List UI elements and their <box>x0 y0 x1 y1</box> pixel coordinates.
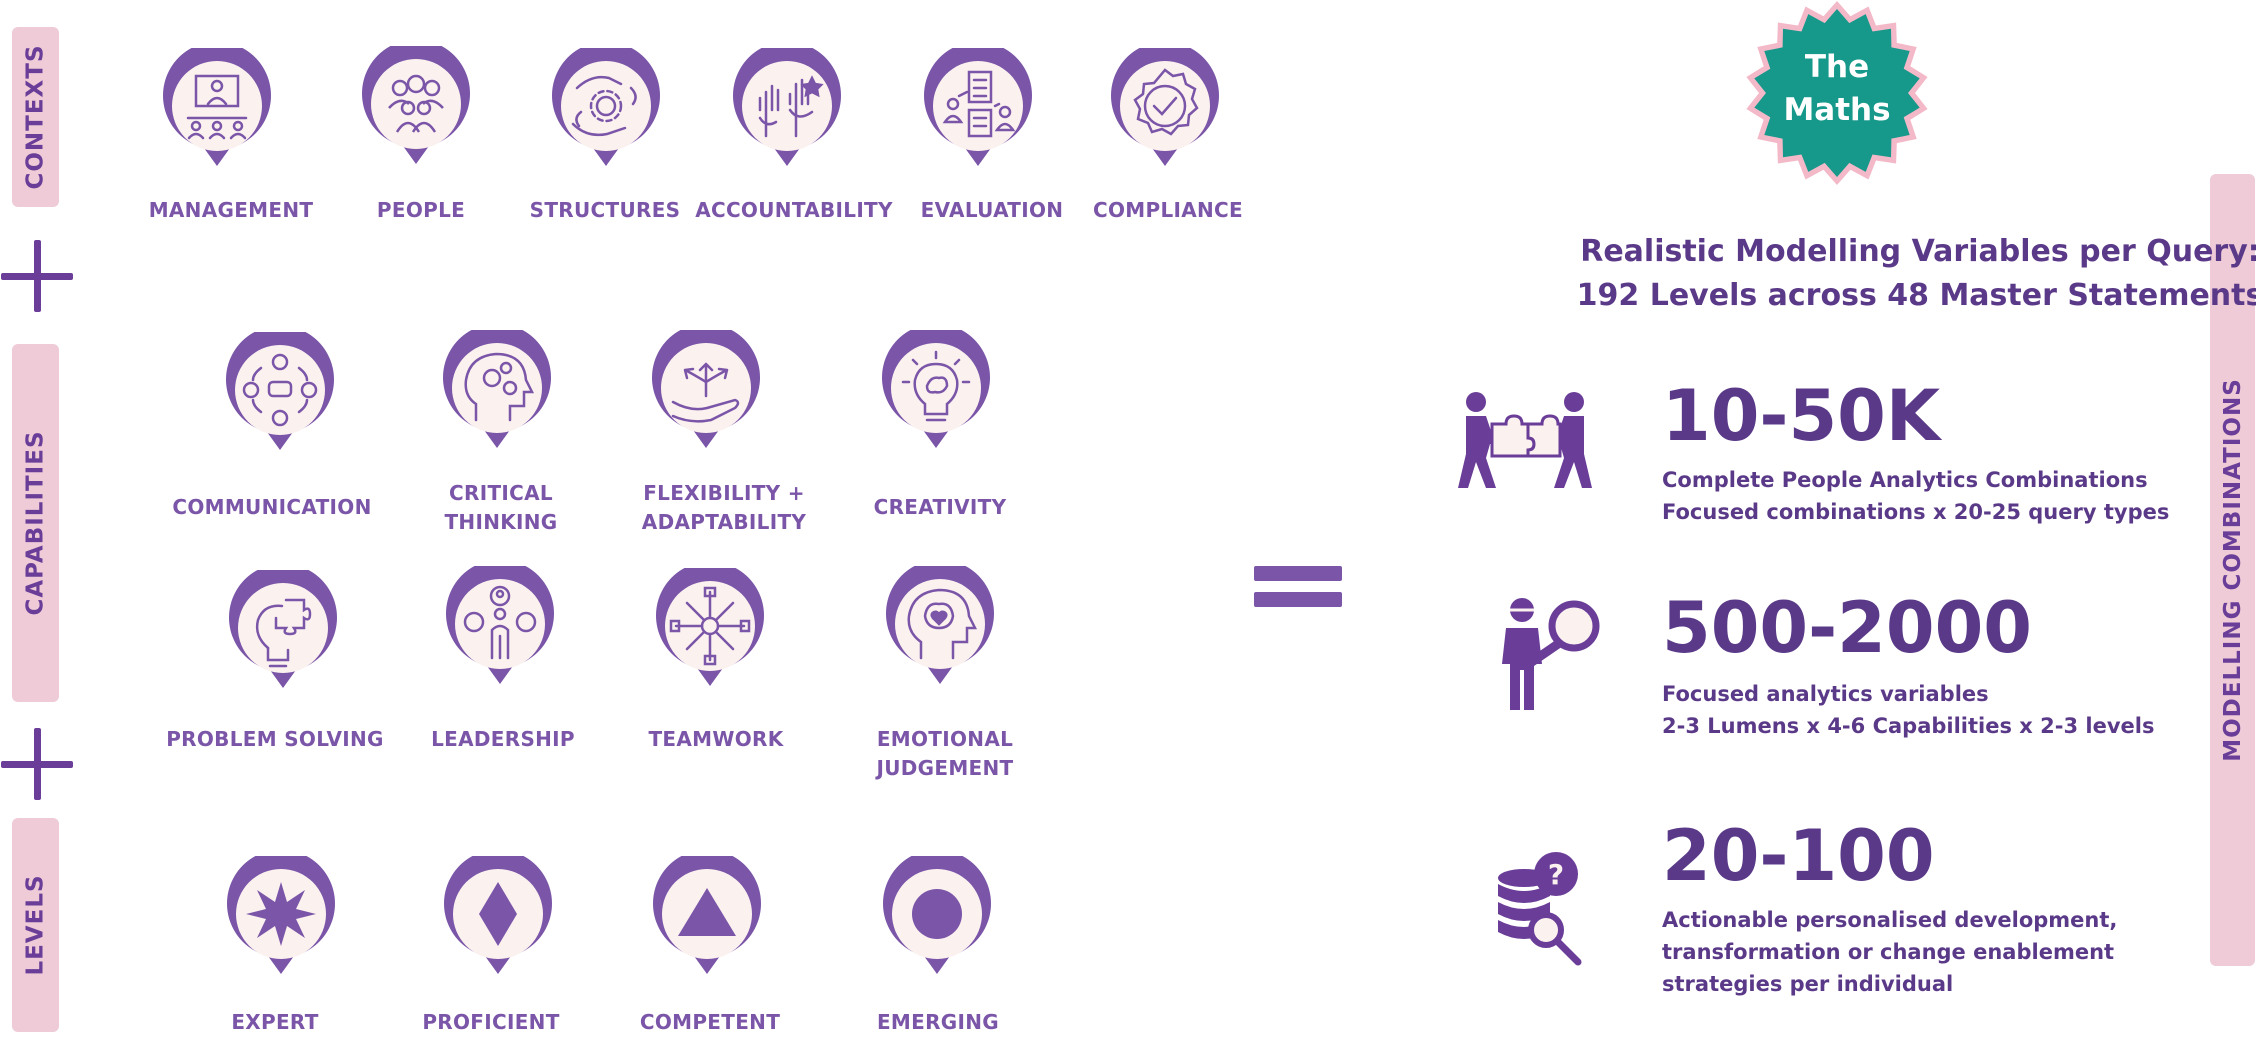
flexibility-icon <box>647 330 765 466</box>
the-maths-badge <box>1744 0 1930 186</box>
flexibility-label: FLEXIBILITY + ADAPTABILITY <box>604 479 844 537</box>
leadership-icon <box>441 566 559 702</box>
plus-sign-icon <box>1 240 73 312</box>
expert-label: EXPERT <box>231 1010 319 1034</box>
star-burst-icon <box>222 856 340 992</box>
badge-line1: The <box>1804 49 1870 85</box>
leadership-label: LEADERSHIP <box>431 727 575 751</box>
stat-3-line2: transformation or change enablement <box>1662 940 2115 964</box>
emotional-judgement-icon <box>881 566 999 702</box>
management-icon <box>158 48 276 184</box>
critical-thinking-label-line1: CRITICAL <box>449 481 553 505</box>
puzzle-people-icon <box>1458 392 1592 488</box>
headline-line1: Realistic Modelling Variables per Query: <box>1580 234 2256 269</box>
emerging-label: EMERGING <box>876 1010 1000 1034</box>
flexibility-label-line2: ADAPTABILITY <box>641 510 807 534</box>
structures-label: STRUCTURES <box>529 198 681 222</box>
stat-3-description: Actionable personalised development, tra… <box>1662 904 2117 1000</box>
compliance-icon <box>1106 48 1224 184</box>
stat-2-line2: 2-3 Lumens x 4-6 Capabilities x 2-3 leve… <box>1662 714 2155 738</box>
contexts-tab: CONTEXTS <box>12 27 59 207</box>
teamwork-icon <box>651 568 769 704</box>
people-icon <box>357 46 475 182</box>
competent-label: COMPETENT <box>639 1010 781 1034</box>
magnifier-person-icon <box>1502 598 1600 710</box>
equals-sign-top <box>1254 566 1342 581</box>
circle-icon <box>878 856 996 992</box>
diamond-icon <box>439 856 557 992</box>
levels-tab-label: LEVELS <box>22 874 49 976</box>
problem-solving-label: PROBLEM SOLVING <box>166 727 384 751</box>
problem-solving-icon <box>224 570 342 706</box>
communication-label: COMMUNICATION <box>172 495 372 519</box>
accountability-label: ACCOUNTABILITY <box>695 198 893 222</box>
svg-text:?: ? <box>1548 858 1564 891</box>
evaluation-label: EVALUATION <box>920 198 1064 222</box>
flexibility-label-line1: FLEXIBILITY + <box>643 481 805 505</box>
stat-3-line3: strategies per individual <box>1662 972 1954 996</box>
equals-sign-bottom <box>1254 592 1342 607</box>
plus-sign-icon <box>1 728 73 800</box>
modelling-combinations-tab-label: MODELLING COMBINATIONS <box>2219 378 2246 762</box>
modelling-combinations-tab: MODELLING COMBINATIONS <box>2210 174 2255 966</box>
headline-line2: 192 Levels across 48 Master Statements <box>1576 278 2256 313</box>
communication-icon <box>221 332 339 468</box>
the-maths-badge-text: The Maths <box>1744 46 1930 132</box>
stat-1-line2: Focused combinations x 20-25 query types <box>1662 500 2170 524</box>
stat-3-line1: Actionable personalised development, <box>1662 908 2118 932</box>
critical-thinking-label: CRITICAL THINKING <box>381 479 621 537</box>
critical-thinking-label-line2: THINKING <box>444 510 558 534</box>
emotional-judgement-label: EMOTIONAL JUDGEMENT <box>876 727 1014 780</box>
capabilities-tab-label: CAPABILITIES <box>22 430 49 616</box>
stat-2-description: Focused analytics variables 2-3 Lumens x… <box>1662 678 2154 742</box>
evaluation-icon <box>919 48 1037 184</box>
stat-3-value: 20-100 <box>1662 815 1935 897</box>
teamwork-label: TEAMWORK <box>648 727 784 751</box>
stat-1-line1: Complete People Analytics Combinations <box>1662 468 2148 492</box>
triangle-icon <box>648 856 766 992</box>
levels-tab: LEVELS <box>12 818 59 1032</box>
capabilities-tab: CAPABILITIES <box>12 344 59 702</box>
structures-icon <box>547 48 665 184</box>
proficient-label: PROFICIENT <box>422 1010 560 1034</box>
creativity-icon <box>877 330 995 466</box>
stat-2-value: 500-2000 <box>1662 587 2032 669</box>
headline: Realistic Modelling Variables per Query:… <box>1480 230 2256 318</box>
stat-2-line1: Focused analytics variables <box>1662 682 1989 706</box>
stat-1-value: 10-50K <box>1662 375 1941 457</box>
creativity-label: CREATIVITY <box>873 495 1007 519</box>
accountability-icon <box>728 48 846 184</box>
critical-thinking-icon <box>438 330 556 466</box>
people-label: PEOPLE <box>376 198 466 222</box>
stat-1-description: Complete People Analytics Combinations F… <box>1662 464 2169 528</box>
management-label: MANAGEMENT <box>148 198 314 222</box>
database-search-icon: ? <box>1498 852 1582 966</box>
contexts-tab-label: CONTEXTS <box>22 44 49 190</box>
compliance-label: COMPLIANCE <box>1093 198 1243 222</box>
badge-line2: Maths <box>1783 92 1891 128</box>
